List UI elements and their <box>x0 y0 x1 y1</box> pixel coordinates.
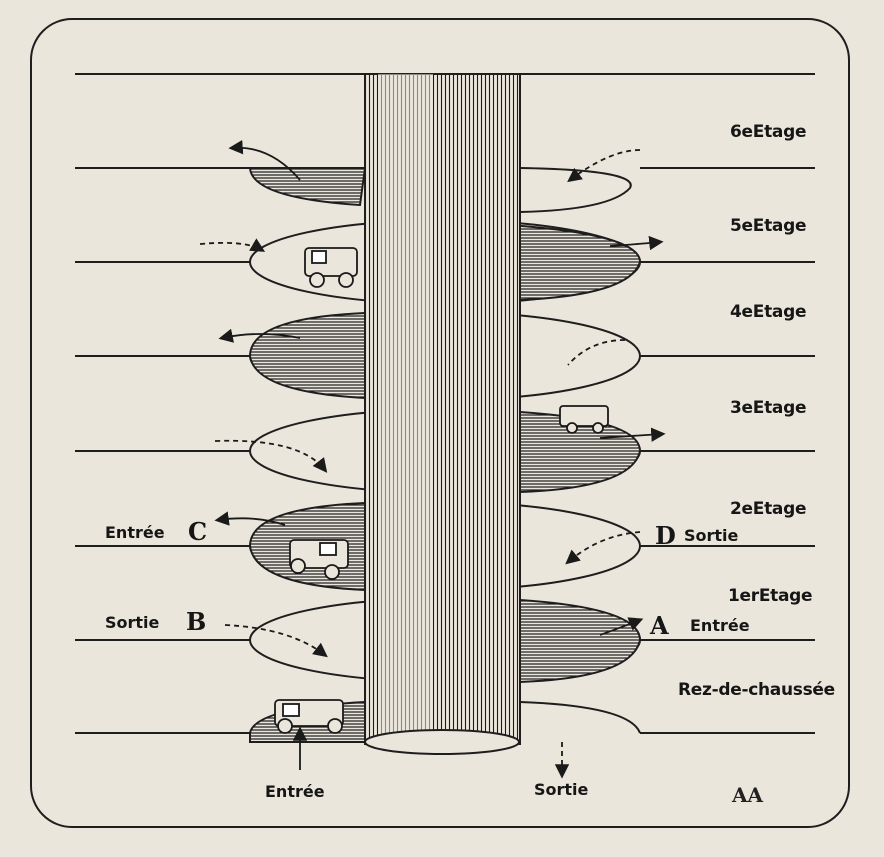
car-icon <box>559 405 609 434</box>
floor-label-2: 2eEtage <box>730 499 807 519</box>
car-icon <box>289 539 349 580</box>
central-column <box>364 73 521 755</box>
point-c: C <box>188 517 208 546</box>
point-b: B <box>186 607 207 636</box>
floor-label-ground: Rez-de-chaussée <box>678 680 835 700</box>
entree-c-label: Entrée <box>105 523 165 542</box>
traffic-arrows <box>199 139 666 779</box>
floor-label-4: 4eEtage <box>730 302 807 322</box>
floor-label-1: 1erEtage <box>728 586 813 606</box>
car-icon <box>304 247 358 288</box>
floor-lines <box>75 73 815 734</box>
entree-a-label: Entrée <box>690 616 750 635</box>
car-icon <box>274 699 344 734</box>
floor-label-6: 6eEtage <box>730 122 807 142</box>
sortie-bottom-label: Sortie <box>534 780 589 799</box>
entree-bottom-label: Entrée <box>265 782 325 801</box>
floor-label-3: 3eEtage <box>730 398 807 418</box>
sortie-b-label: Sortie <box>105 613 160 632</box>
floor-label-5: 5eEtage <box>730 216 807 236</box>
point-a: A <box>650 611 669 640</box>
point-d: D <box>655 521 676 550</box>
sortie-d-label: Sortie <box>684 526 739 545</box>
monogram-icon: AA <box>732 783 764 807</box>
